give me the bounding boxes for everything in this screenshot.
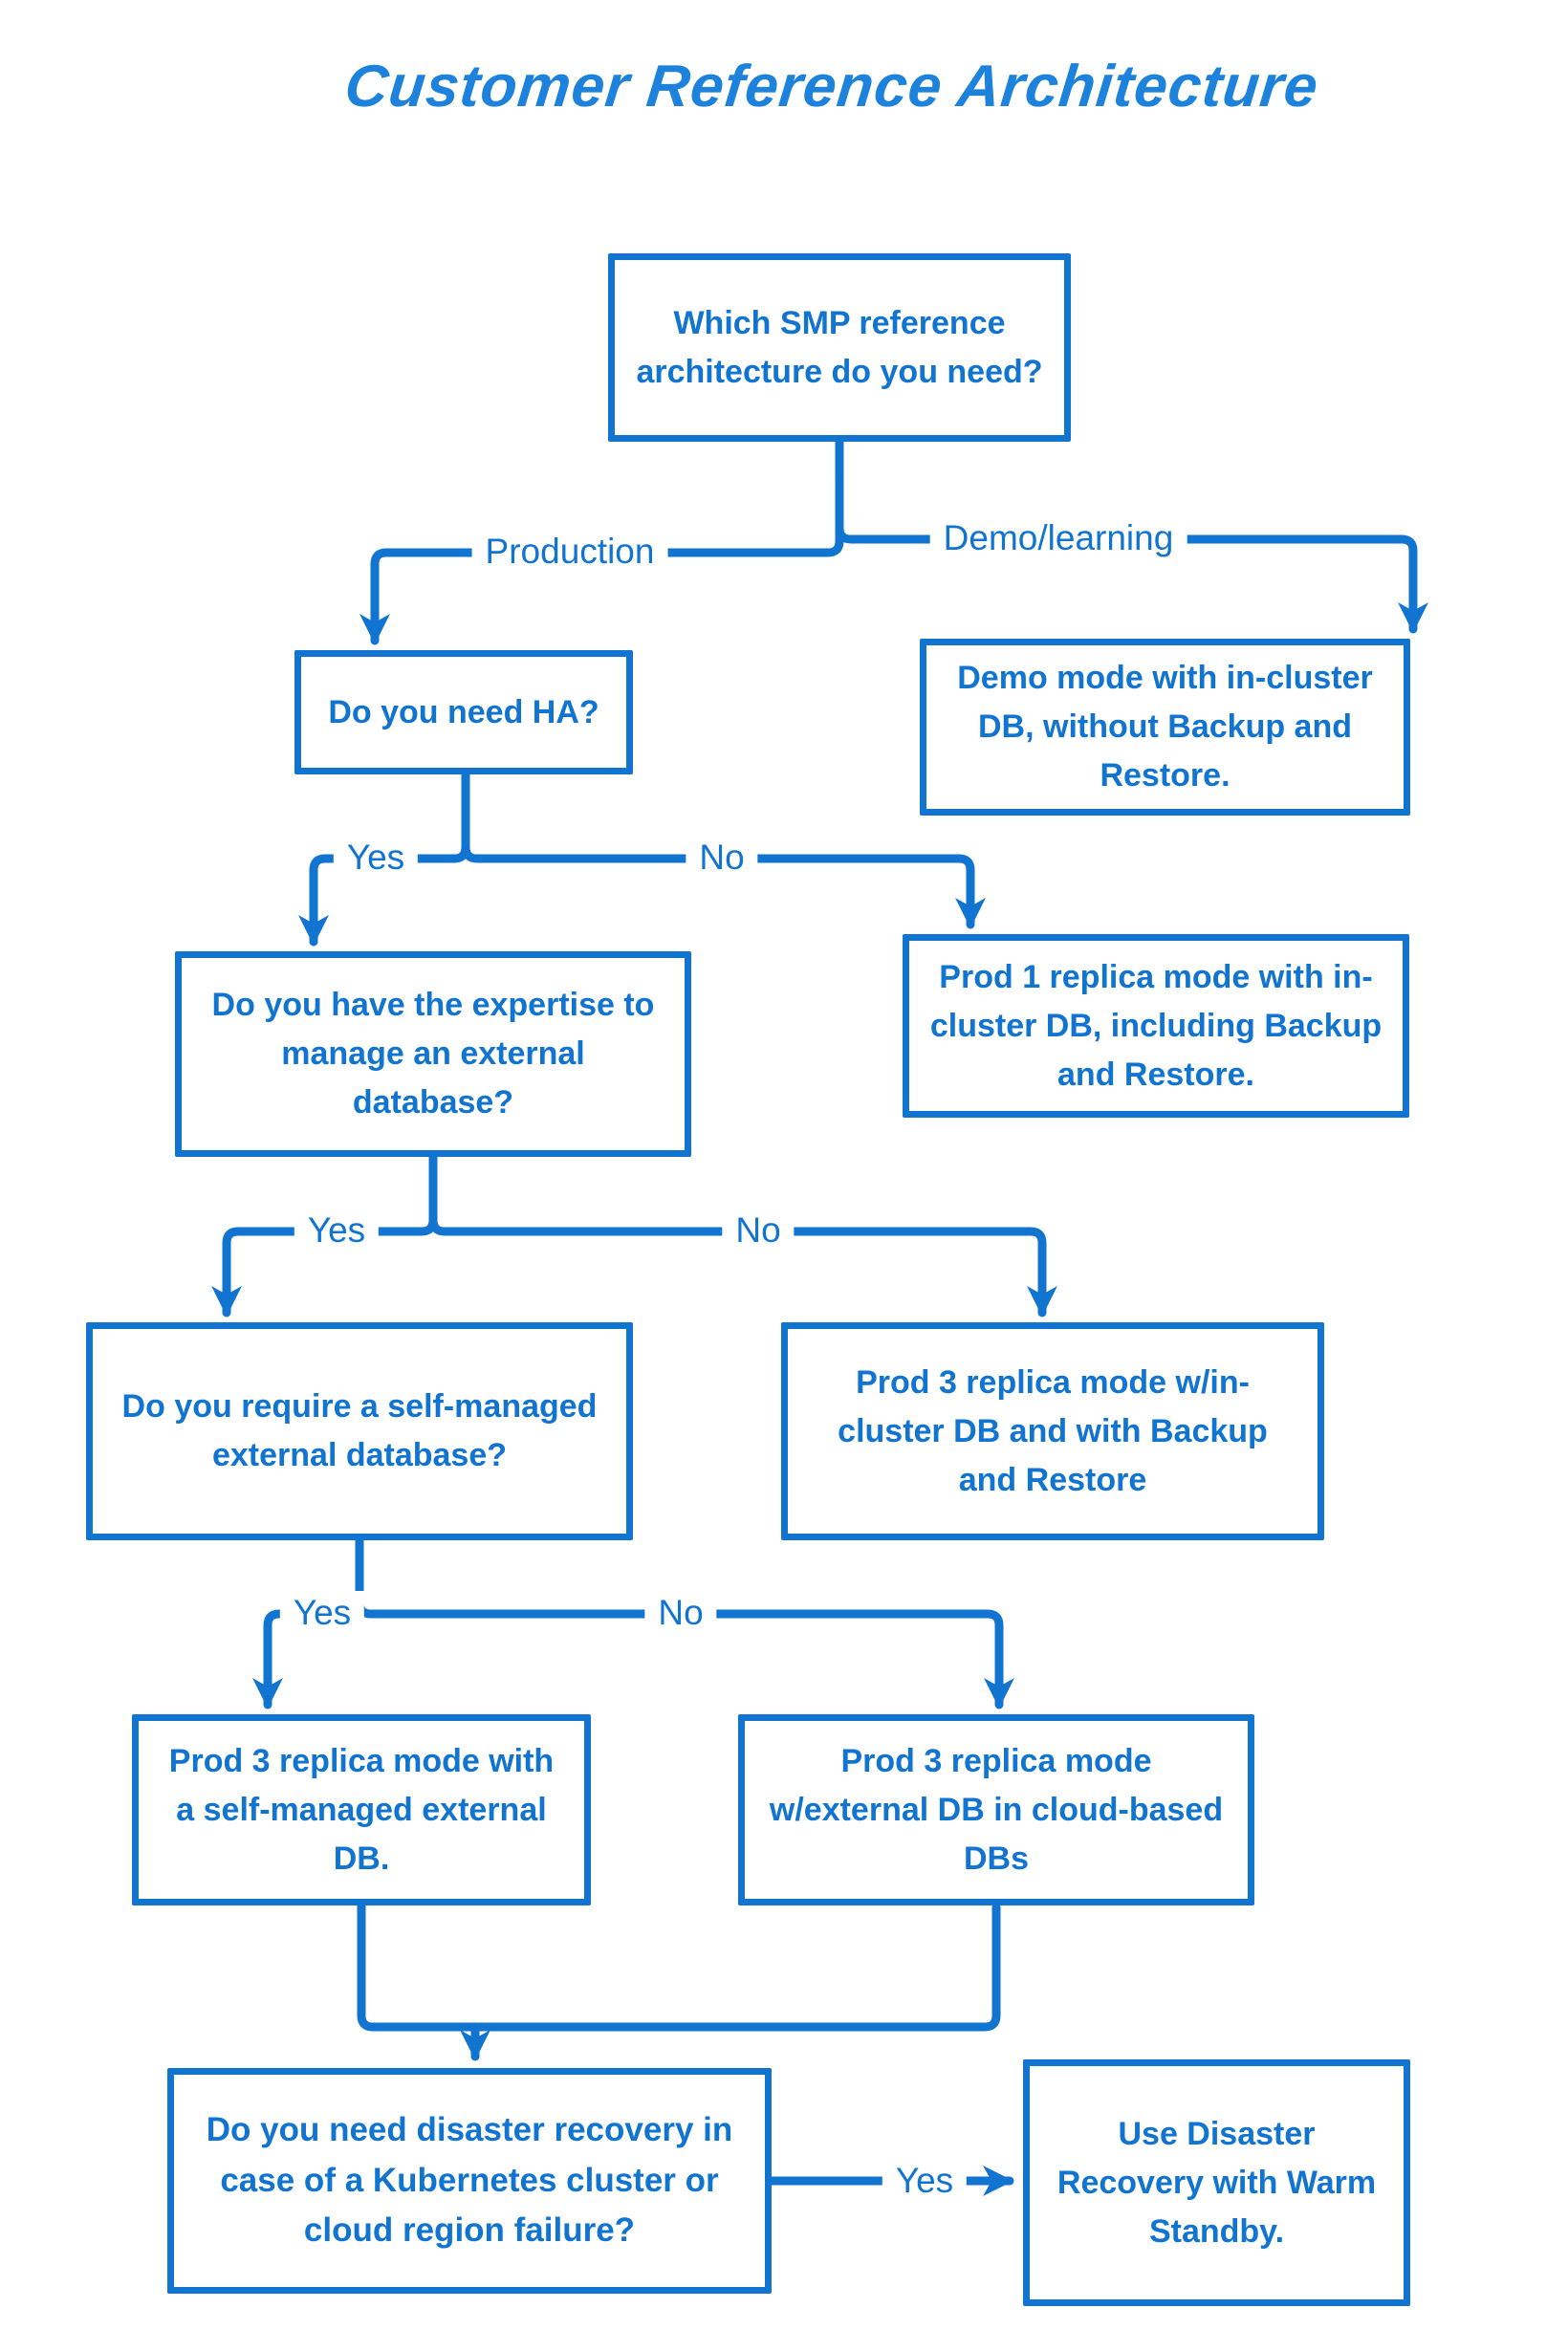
edge-label-ha-yes: Yes	[333, 836, 419, 880]
edge-label-expertise-no: No	[722, 1209, 795, 1252]
node-self-managed-q-text: Do you require a self-managed external d…	[121, 1388, 598, 1473]
edge-label-disaster-yes: Yes	[882, 2159, 968, 2203]
node-which-smp-text: Which SMP reference architecture do you …	[636, 304, 1043, 390]
edge-label-production: Production	[471, 530, 668, 574]
node-self-managed-q: Do you require a self-managed external d…	[86, 1322, 633, 1540]
edge-label-self-managed-no: No	[644, 1591, 717, 1635]
node-expertise: Do you have the expertise to manage an e…	[175, 951, 691, 1157]
node-prod3-cloud-text: Prod 3 replica mode w/external DB in clo…	[769, 1742, 1224, 1877]
node-prod3-cloud: Prod 3 replica mode w/external DB in clo…	[738, 1714, 1254, 1905]
node-prod3-selfmanaged-text: Prod 3 replica mode with a self-managed …	[168, 1742, 555, 1877]
node-prod3-selfmanaged: Prod 3 replica mode with a self-managed …	[132, 1714, 591, 1905]
node-prod1-incluster: Prod 1 replica mode with in-cluster DB, …	[903, 934, 1409, 1118]
edge-label-self-managed-yes: Yes	[279, 1591, 365, 1635]
node-prod1-incluster-text: Prod 1 replica mode with in-cluster DB, …	[929, 958, 1383, 1093]
edge-label-expertise-yes: Yes	[294, 1209, 380, 1252]
edge-merge	[357, 1898, 1001, 2032]
node-need-ha-text: Do you need HA?	[328, 693, 599, 730]
node-need-ha: Do you need HA?	[294, 650, 633, 774]
node-disaster-q-text: Do you need disaster recovery in case of…	[206, 2111, 733, 2250]
node-prod3-incluster-text: Prod 3 replica mode w/in-cluster DB and …	[838, 1363, 1268, 1498]
node-warm-standby-text: Use Disaster Recovery with Warm Standby.	[1056, 2115, 1377, 2250]
node-demo-mode: Demo mode with in-cluster DB, without Ba…	[920, 639, 1410, 816]
edge-label-ha-no: No	[686, 836, 758, 880]
node-disaster-q: Do you need disaster recovery in case of…	[167, 2068, 772, 2294]
node-demo-mode-text: Demo mode with in-cluster DB, without Ba…	[957, 660, 1373, 794]
node-expertise-text: Do you have the expertise to manage an e…	[211, 987, 655, 1121]
node-warm-standby: Use Disaster Recovery with Warm Standby.	[1023, 2059, 1410, 2306]
node-prod3-incluster: Prod 3 replica mode w/in-cluster DB and …	[781, 1322, 1324, 1540]
edge-label-demo-learning: Demo/learning	[929, 516, 1187, 560]
node-which-smp: Which SMP reference architecture do you …	[608, 253, 1071, 442]
